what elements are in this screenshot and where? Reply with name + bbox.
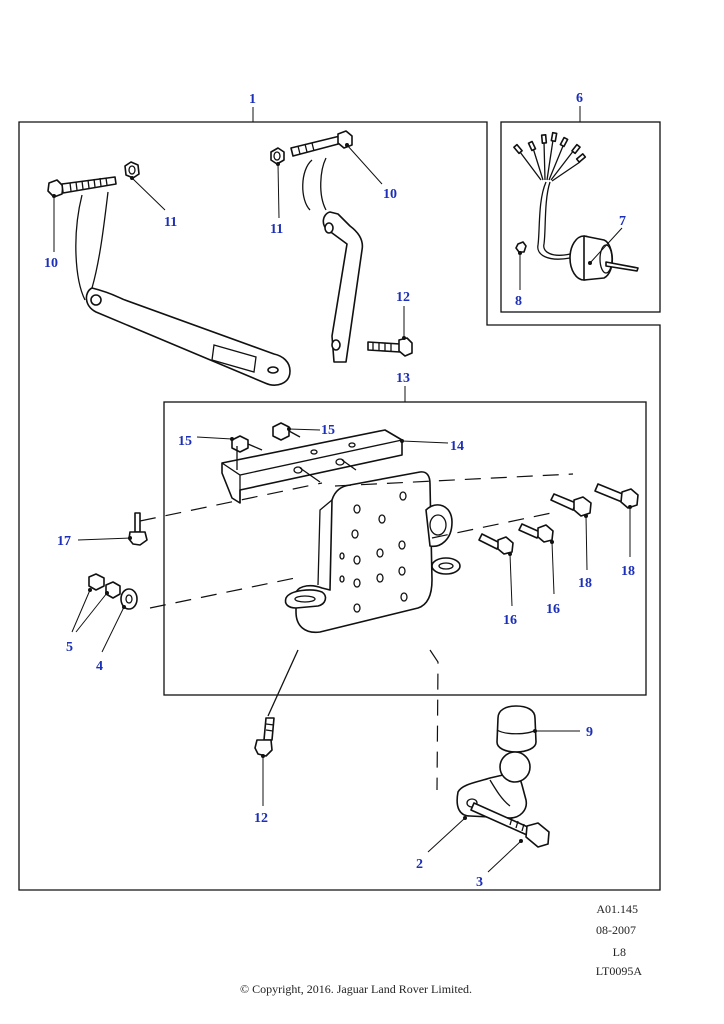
callout-16-right: 16	[546, 602, 560, 617]
bolt-12-upper	[367, 337, 413, 357]
electrics-harness	[513, 131, 639, 281]
callout-14: 14	[450, 439, 464, 454]
washer-4	[120, 588, 138, 610]
bolt-18-left	[550, 493, 592, 517]
tow-ball-2	[456, 751, 531, 819]
bolt-10-left	[47, 176, 117, 198]
callout-18-left: 18	[578, 576, 592, 591]
callout-7: 7	[619, 214, 626, 229]
callout-15-right: 15	[321, 423, 335, 438]
callout-12-upper: 12	[396, 290, 410, 305]
assembly-frame-1	[18, 121, 661, 891]
callout-15-left: 15	[178, 434, 192, 449]
callout-16-left: 16	[503, 613, 517, 628]
callout-5: 5	[66, 640, 73, 655]
callout-labels: 1 6 10 11 11 10 7 8 12 13 15 15 14 17 5 …	[44, 91, 635, 890]
copyright: © Copyright, 2016. Jaguar Land Rover Lim…	[240, 982, 472, 996]
ref-code: A01.145	[596, 902, 638, 916]
top-bracket-14	[221, 429, 403, 504]
bolt-10-right	[290, 130, 353, 157]
level-code: L8	[613, 945, 626, 959]
nuts-5	[88, 573, 121, 599]
nut-11-left	[124, 161, 140, 179]
footer: A01.145 08-2007 L8 LT0095A © Copyright, …	[240, 902, 642, 996]
callout-18-right: 18	[621, 564, 635, 579]
illustration-id: LT0095A	[596, 964, 643, 978]
callout-11-left: 11	[164, 215, 177, 230]
tow-plate	[284, 471, 461, 634]
nut-11-right	[270, 147, 285, 165]
leader-lines	[52, 143, 632, 873]
ball-cover-9	[496, 705, 537, 753]
bolt-17	[128, 512, 148, 546]
group-frames	[18, 106, 661, 891]
callout-4: 4	[96, 659, 103, 674]
callout-2: 2	[416, 857, 423, 872]
left-stay-bracket	[75, 191, 291, 386]
date-code: 08-2007	[596, 923, 636, 937]
callout-12-lower: 12	[254, 811, 268, 826]
alignment-lines	[139, 446, 574, 791]
bolt-16-left	[478, 533, 514, 555]
callout-6: 6	[576, 91, 583, 106]
callout-8: 8	[515, 294, 522, 309]
bolt-18-right	[594, 483, 639, 509]
callout-1: 1	[249, 92, 256, 107]
right-stay-bracket	[302, 157, 364, 363]
bolt-12-lower	[254, 717, 275, 757]
nut-15-right	[272, 422, 301, 441]
callout-3: 3	[476, 875, 483, 890]
nut-15-left	[231, 435, 263, 453]
callout-13: 13	[396, 371, 410, 386]
callout-17: 17	[57, 534, 71, 549]
bolt-3	[470, 802, 550, 848]
callout-9: 9	[586, 725, 593, 740]
callout-10-right: 10	[383, 187, 397, 202]
callout-10-left: 10	[44, 256, 58, 271]
electrics-frame-6	[500, 121, 661, 313]
callout-11-right: 11	[270, 222, 283, 237]
bolt-16-right	[518, 523, 554, 543]
